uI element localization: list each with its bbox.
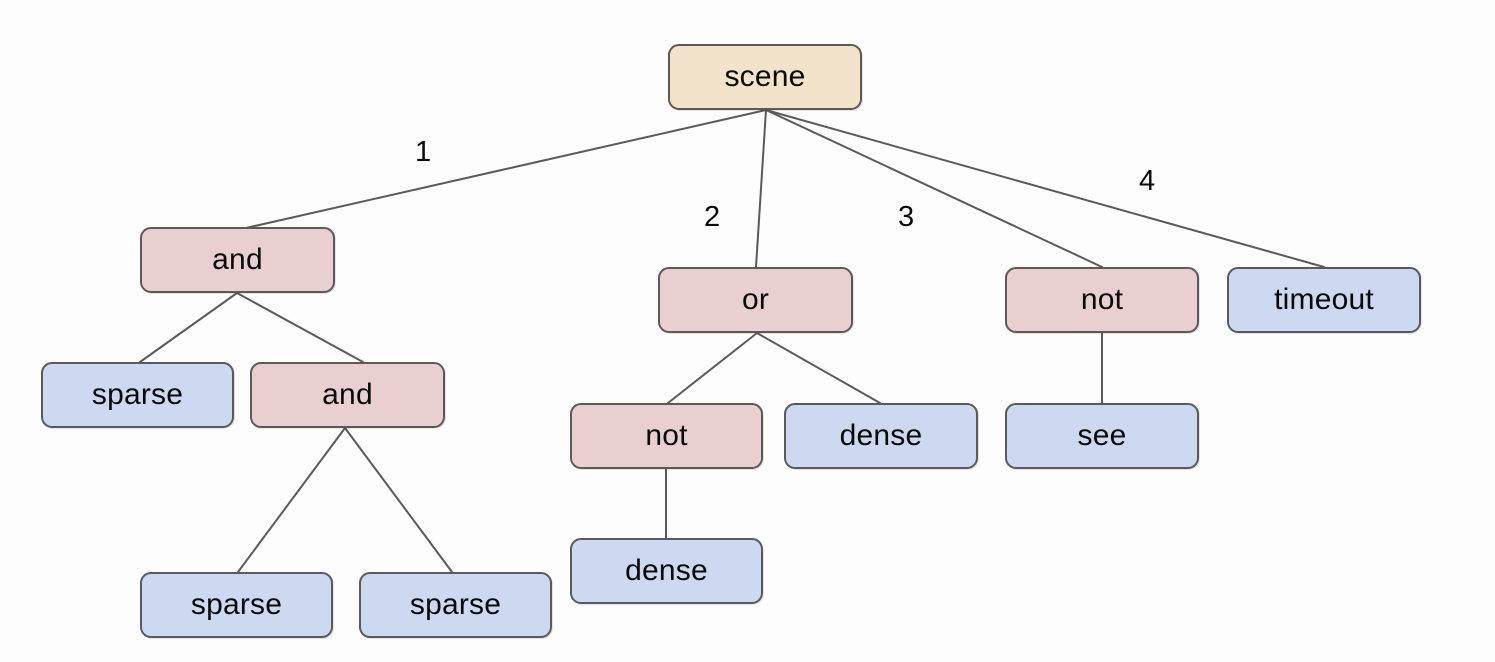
tree-edge [344, 427, 453, 573]
tree-edge [765, 109, 1325, 268]
tree-node-dense1[interactable]: dense [784, 403, 978, 469]
tree-edge [245, 109, 767, 229]
tree-edge [756, 332, 881, 404]
tree-node-dense2[interactable]: dense [570, 538, 763, 604]
tree-node-see[interactable]: see [1005, 403, 1199, 469]
tree-node-sparse3[interactable]: sparse [359, 572, 552, 638]
edge-label-4: 4 [1139, 165, 1156, 197]
tree-node-sparse1[interactable]: sparse [41, 362, 234, 428]
tree-node-scene[interactable]: scene [668, 44, 862, 110]
edge-label-3: 3 [898, 201, 915, 233]
tree-edge [139, 292, 238, 363]
tree-node-not_r[interactable]: not [1005, 267, 1199, 333]
edge-label-1: 1 [415, 136, 432, 168]
tree-edge [667, 332, 758, 404]
tree-node-or1[interactable]: or [658, 267, 853, 333]
tree-node-not_m[interactable]: not [570, 403, 763, 469]
tree-node-timeout[interactable]: timeout [1227, 267, 1421, 333]
tree-edge [237, 427, 346, 573]
edge-label-2: 2 [704, 201, 721, 233]
tree-edge [755, 109, 767, 268]
tree-node-and2[interactable]: and [250, 362, 445, 428]
tree-edge [236, 292, 364, 363]
tree-node-sparse2[interactable]: sparse [140, 572, 333, 638]
tree-node-and1[interactable]: and [140, 227, 335, 293]
tree-edge [765, 109, 1103, 268]
